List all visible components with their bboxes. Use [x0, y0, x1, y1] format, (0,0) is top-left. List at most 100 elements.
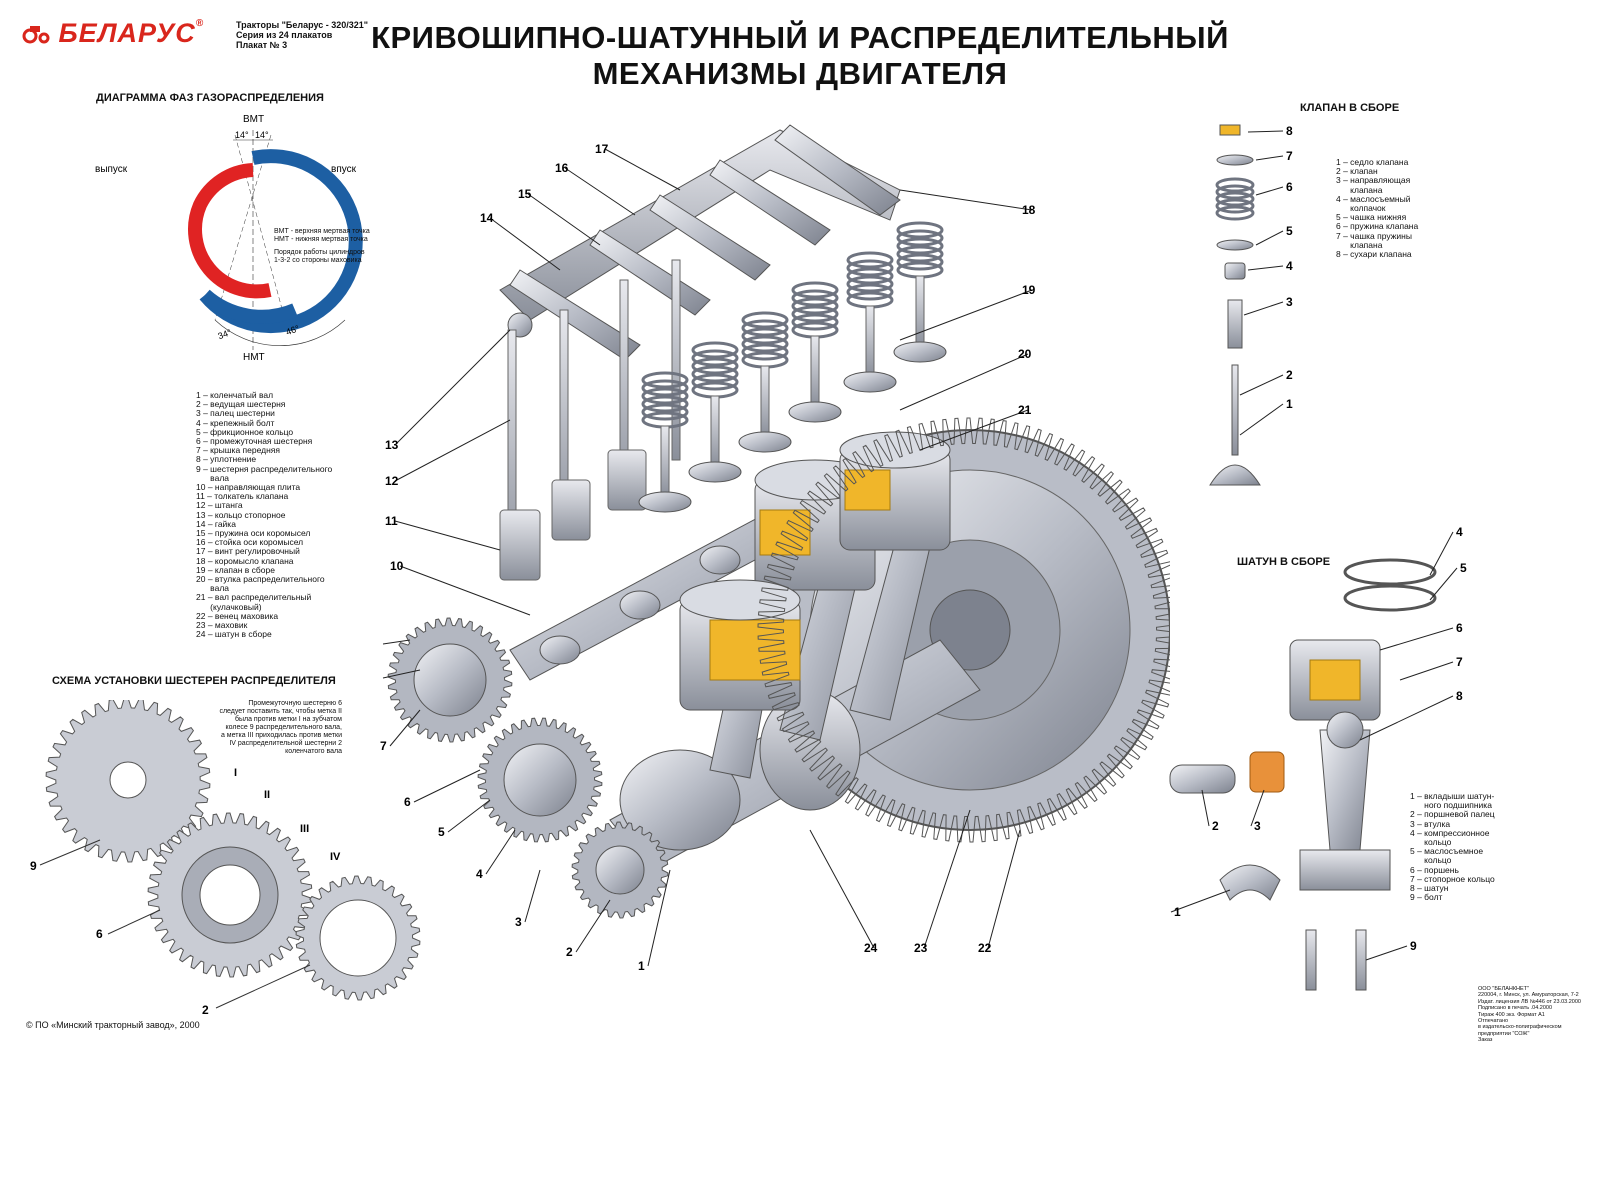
legend-item: 220004, г. Минск, ул. Амураторская, 7-2	[1478, 992, 1579, 999]
legend-item: 19 – клапан в сборе	[196, 564, 275, 575]
brand-logo: БЕЛАРУС®	[22, 18, 204, 49]
legend-item: 5 – чашка нижняя	[1336, 212, 1407, 223]
legend-item: Тираж 400 экз. Формат А1	[1478, 1011, 1545, 1018]
note-line: Порядок работы цилиндров	[274, 249, 365, 256]
callout-number: 5	[438, 825, 445, 839]
legend-item: 6 – промежуточная шестерня	[196, 436, 313, 447]
legend-item: Подписано в печать .04.2000	[1478, 1005, 1553, 1012]
legend-item: 14 – гайка	[196, 518, 236, 529]
legend-item: колесе 9 распределительного вала,	[225, 724, 342, 731]
legend-item: 4 – компрессионное	[1410, 827, 1490, 838]
legend-item: 3 – палец шестерни	[196, 408, 275, 419]
legend-item: 10 – направляющая плита	[196, 482, 301, 493]
series-line: Плакат № 3	[236, 40, 288, 50]
valve-part-number: 6	[1286, 180, 1293, 194]
angle-bottom-left: 34°	[217, 327, 234, 341]
valve-part-number: 7	[1286, 149, 1293, 163]
callout-number: 4	[476, 867, 483, 881]
gear-mark: II	[264, 789, 270, 801]
bdc-label: НМТ	[243, 352, 265, 363]
legend-item: 9 – болт	[1410, 892, 1443, 903]
note-line: 1-3-2 со стороны маховика	[274, 257, 362, 264]
legend-item: предприятии "СОЖ"	[1478, 1030, 1530, 1037]
copyright: © ПО «Минский тракторный завод», 2000	[26, 1020, 200, 1030]
legend-item: клапана	[1336, 184, 1383, 195]
tdc-label: ВМТ	[243, 114, 264, 125]
legend-item: 6 – поршень	[1410, 864, 1459, 875]
gear-mark: III	[300, 823, 309, 835]
callout-number: 3	[515, 915, 522, 929]
exhaust-label: выпуск	[95, 164, 128, 175]
angle-top-left: 14°	[235, 130, 249, 140]
legend-item: клапана	[1336, 239, 1383, 250]
valve-assembly-title: КЛАПАН В СБОРЕ	[1300, 102, 1400, 114]
rod-part-number: 9	[1410, 939, 1417, 953]
rod-part-number: 4	[1456, 525, 1463, 539]
callout-number: 12	[385, 474, 399, 488]
rod-assembly-title: ШАТУН В СБОРЕ	[1237, 556, 1331, 568]
legend-item: ООО "БЕЛАНКНЕТ"	[1478, 986, 1529, 992]
legend-item: 21 – вал распределительный	[196, 592, 312, 603]
series-line: Серия из 24 плакатов	[236, 30, 333, 40]
legend-item: ного подшипника	[1410, 800, 1492, 811]
callout-number: 23	[914, 941, 928, 955]
legend-item: 2 – клапан	[1336, 166, 1378, 177]
legend-item: 24 – шатун в сборе	[196, 629, 272, 640]
rod-part-number: 1	[1174, 905, 1181, 919]
legend-item: 5 – фрикционное кольцо	[196, 426, 294, 437]
legend-item: 2 – ведущая шестерня	[196, 399, 286, 410]
legend-item: 7 – чашка пружины	[1336, 230, 1412, 241]
rod-part-number: 8	[1456, 689, 1463, 703]
gear-scheme-title: СХЕМА УСТАНОВКИ ШЕСТЕРЕН РАСПРЕДЕЛИТЕЛЯ	[52, 675, 336, 687]
legend-item: 3 – направляющая	[1336, 175, 1411, 186]
gear-mark: I	[234, 767, 237, 779]
legend-item: Издат. лицензия ЛВ №446 от 23.03.2000	[1478, 998, 1581, 1005]
legend-item: 2 – поршневой палец	[1410, 809, 1495, 820]
rod-part-number: 7	[1456, 655, 1463, 669]
legend-item: а метка III приходилась против метки	[220, 732, 342, 739]
engine-illustration: 171615141312111098765432124232221201918	[380, 124, 1170, 973]
exhaust-arc	[188, 163, 272, 299]
valve-part-number: 4	[1286, 259, 1293, 273]
callout-number: 10	[390, 559, 404, 573]
rod-part-number: 6	[1456, 621, 1463, 635]
valve-timing-notes: ВМТ - верхняя мертвая точка НМТ - нижняя…	[274, 228, 370, 265]
callout-number: 16	[555, 161, 569, 175]
callout-number: 2	[566, 945, 573, 959]
legend-item: 22 – венец маховика	[196, 610, 279, 621]
legend-item: 15 – пружина оси коромысел	[196, 528, 311, 539]
legend-item: 13 – кольцо стопорное	[196, 509, 286, 520]
legend-item: 1 – седло клапана	[1336, 157, 1409, 167]
legend-item: 8 – шатун	[1410, 883, 1449, 894]
gear-label: 6	[96, 927, 103, 941]
legend-item: 8 – уплотнение	[196, 454, 257, 465]
legend-item: коленчатого вала	[285, 748, 342, 755]
pistons	[679, 431, 951, 779]
legend-item: 18 – коромысло клапана	[196, 555, 294, 566]
rod-part-number: 2	[1212, 819, 1219, 833]
callout-number: 15	[518, 187, 532, 201]
callout-number: 24	[864, 941, 878, 955]
valve-part-number: 2	[1286, 368, 1293, 382]
callout-number: 13	[385, 438, 399, 452]
legend-item: 3 – втулка	[1410, 818, 1451, 829]
callout-number: 18	[1022, 203, 1036, 217]
legend-item: 6 – пружина клапана	[1336, 221, 1419, 232]
gear-mark: IV	[330, 851, 341, 863]
callout-number: 21	[1018, 403, 1032, 417]
legend-item: 23 – маховик	[196, 620, 248, 631]
legend-item: 17 – винт регулировочный	[196, 546, 300, 557]
valve-timing-diagram: 14° 14° ВМТ НМТ выпуск впуск 34° 46°	[95, 114, 363, 363]
note-line: ВМТ - верхняя мертвая точка	[274, 228, 370, 235]
camshaft	[509, 489, 831, 681]
legend-item: 20 – втулка распределительного	[196, 574, 325, 585]
legend-item: (кулачковый)	[196, 601, 262, 612]
publisher-info: ООО "БЕЛАНКНЕТ"220004, г. Минск, ул. Аму…	[1478, 986, 1581, 1044]
angle-top-right: 14°	[255, 130, 269, 140]
callout-number: 7	[380, 739, 387, 753]
callout-number: 19	[1022, 283, 1036, 297]
